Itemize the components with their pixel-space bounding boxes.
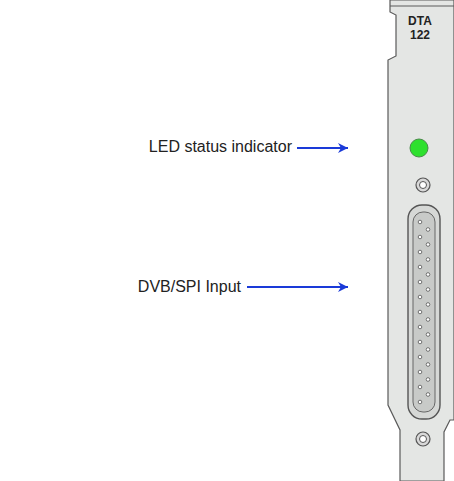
connector-pin xyxy=(418,220,422,224)
connector-pin xyxy=(418,280,422,284)
connector-pin xyxy=(426,378,430,382)
pci-bracket: DTA 122 xyxy=(384,0,454,481)
screw xyxy=(420,436,427,443)
connector-pin xyxy=(426,273,430,277)
connector-pin xyxy=(426,363,430,367)
screw xyxy=(416,178,430,192)
connector-pin xyxy=(418,400,422,404)
connector-pin xyxy=(418,385,422,389)
connector-pin xyxy=(418,370,422,374)
db25-shell xyxy=(413,212,435,412)
connector-pin xyxy=(426,348,430,352)
model-name: DTA 122 xyxy=(400,14,440,42)
connector-pin xyxy=(426,393,430,397)
connector-pin xyxy=(418,340,422,344)
connector-pin xyxy=(418,235,422,239)
connector-pin xyxy=(426,258,430,262)
connector-pin xyxy=(418,310,422,314)
status-led xyxy=(410,139,428,157)
screw xyxy=(416,432,430,446)
connector-pin xyxy=(426,333,430,337)
connector-pin xyxy=(418,325,422,329)
connector-pin xyxy=(426,228,430,232)
connector-pin xyxy=(426,318,430,322)
connector-pin xyxy=(426,243,430,247)
screw xyxy=(420,182,427,189)
callout-label: DVB/SPI Input xyxy=(138,277,241,297)
connector-pin xyxy=(418,355,422,359)
leader-arrow xyxy=(247,286,348,288)
connector-pin xyxy=(418,295,422,299)
bracket-plate xyxy=(388,0,454,481)
callout-label: LED status indicator xyxy=(149,137,292,157)
connector-pin xyxy=(418,250,422,254)
connector-pin xyxy=(418,265,422,269)
leader-arrow xyxy=(297,147,348,149)
bracket-fold xyxy=(390,6,454,7)
db25-connector xyxy=(408,205,440,419)
bracket-outline xyxy=(384,0,454,481)
connector-pin xyxy=(426,303,430,307)
connector-pin xyxy=(426,288,430,292)
